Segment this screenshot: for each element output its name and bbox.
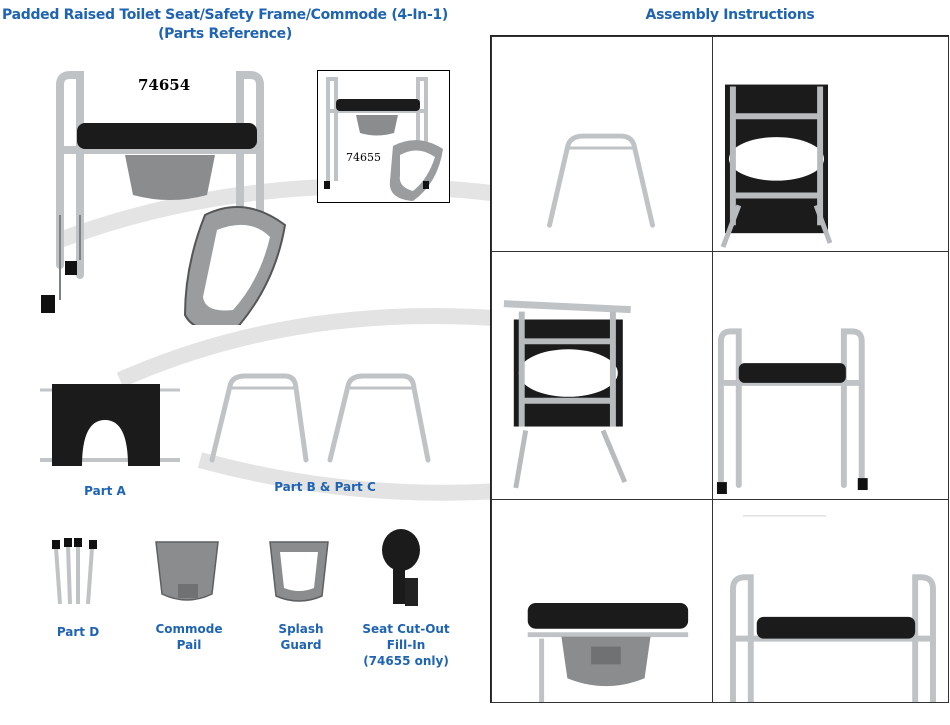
seat-upright-photo [713, 37, 948, 251]
part-a-seat-photo [40, 380, 180, 472]
inset-74655-photo: 74655 [317, 70, 450, 203]
assembly-grid [490, 35, 949, 703]
commode-pail-photo [152, 538, 222, 610]
fillin-label-line3: (74655 only) [356, 653, 456, 669]
part-b-c-frames-photo [200, 368, 450, 468]
parts-title-line1: Padded Raised Toilet Seat/Safety Frame/C… [0, 6, 450, 25]
seat-cutout-fillin-photo [378, 528, 424, 610]
parts-title-line2: (Parts Reference) [0, 25, 450, 44]
assembly-step-4 [712, 251, 949, 500]
assembled-frame-photo [713, 252, 948, 499]
parts-title: Padded Raised Toilet Seat/Safety Frame/C… [0, 6, 450, 44]
commode-pail-label: Commode Pail [144, 621, 234, 653]
seat-with-frame-photo [492, 252, 712, 499]
splash-guard-label: Splash Guard [258, 621, 344, 653]
frame-legs-photo [492, 37, 712, 251]
splash-guard-photo [266, 538, 332, 610]
splash-guard-label-line2: Guard [258, 637, 344, 653]
fillin-label-line1: Seat Cut-Out [356, 621, 456, 637]
assembly-step-3 [491, 251, 713, 500]
part-d-legs-photo [48, 538, 108, 610]
assembly-step-2 [712, 36, 949, 252]
part-a-label: Part A [60, 483, 150, 499]
fillin-label-line2: Fill-In [356, 637, 456, 653]
assembly-step-6 [712, 499, 949, 703]
model-number-74655: 74655 [346, 151, 381, 164]
completed-seat-photo [713, 500, 948, 702]
commode-pail-label-line1: Commode [144, 621, 234, 637]
model-number-74654: 74654 [138, 76, 190, 94]
commode-main-photo [35, 65, 295, 325]
assembly-step-1 [491, 36, 713, 252]
seat-cutout-fillin-label: Seat Cut-Out Fill-In (74655 only) [356, 621, 456, 669]
part-b-c-label: Part B & Part C [260, 479, 390, 495]
commode-pail-label-line2: Pail [144, 637, 234, 653]
part-d-label: Part D [40, 624, 116, 640]
assembly-step-5 [491, 499, 713, 703]
seat-closeup-photo [492, 500, 712, 702]
splash-guard-label-line1: Splash [258, 621, 344, 637]
assembly-title: Assembly Instructions [580, 6, 880, 25]
